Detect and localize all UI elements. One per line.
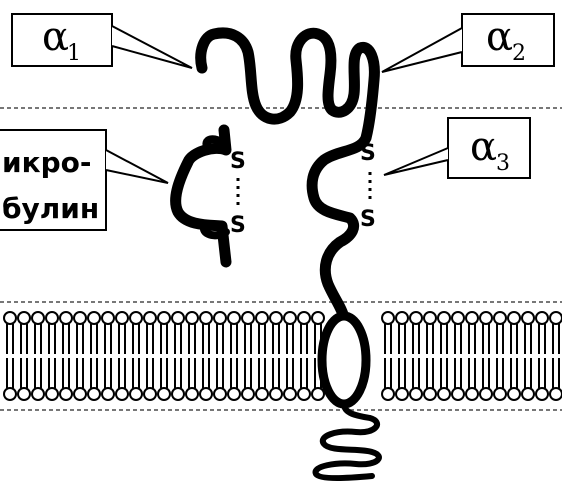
alpha1-callout: α 1 [12,14,192,68]
lipid-head-bottom [18,388,30,400]
lipid-head-bottom [32,388,44,400]
lipid-head-bottom [508,388,520,400]
alpha2-callout: α 2 [382,14,554,72]
microglobulin-pointer [106,150,168,183]
lipid-head-top [130,312,142,324]
lipid-head-top [312,312,324,324]
lipid-head-top [284,312,296,324]
microglobulin-chain [176,130,226,262]
lipid-head-top [214,312,226,324]
lipid-head-top [298,312,310,324]
lipid-head-bottom [284,388,296,400]
lipid-head-bottom [158,388,170,400]
lipid-head-top [270,312,282,324]
lipid-head-top [186,312,198,324]
microglobulin-label-line2: булин [2,192,99,225]
lipid-head-bottom [312,388,324,400]
lipid-head-bottom [298,388,310,400]
lipid-head-bottom [214,388,226,400]
lipid-head-top [32,312,44,324]
lipid-head-bottom [130,388,142,400]
alpha2-subscript: 2 [512,41,526,66]
lipid-head-top [466,312,478,324]
lipid-head-top [60,312,72,324]
alpha2-pointer [382,28,462,72]
lipid-head-top [116,312,128,324]
lipid-head-bottom [102,388,114,400]
microglobulin-sulfur-bottom: S [230,213,246,238]
lipid-head-bottom [46,388,58,400]
lipid-head-top [382,312,394,324]
lipid-head-bottom [410,388,422,400]
lipid-head-bottom [382,388,394,400]
lipid-head-top [242,312,254,324]
lipid-head-top [550,312,562,324]
lipid-head-top [396,312,408,324]
lipid-head-top [4,312,16,324]
lipid-head-top [494,312,506,324]
lipid-head-top [438,312,450,324]
transmembrane-segment [322,316,366,404]
lipid-head-top [158,312,170,324]
alpha3-symbol: α [470,124,497,170]
lipid-head-top [74,312,86,324]
lipid-head-bottom [494,388,506,400]
lipid-head-bottom [550,388,562,400]
cytoplasmic-tail [316,404,379,478]
lipid-head-top [536,312,548,324]
lipid-head-bottom [228,388,240,400]
alpha2-symbol: α [486,14,513,60]
lipid-head-bottom [536,388,548,400]
lipid-head-top [200,312,212,324]
lipid-head-top [256,312,268,324]
lipid-head-bottom [452,388,464,400]
lipid-head-bottom [242,388,254,400]
lipid-head-bottom [60,388,72,400]
alpha3-callout: α 3 [384,118,530,178]
lipid-head-top [410,312,422,324]
lipid-head-bottom [270,388,282,400]
lipid-head-bottom [116,388,128,400]
microglobulin-callout: икро- булин [0,130,168,230]
lipid-head-bottom [172,388,184,400]
alpha3-pointer [384,148,448,175]
lipid-head-top [172,312,184,324]
lipid-head-top [228,312,240,324]
lipid-bilayer [4,312,562,400]
heavy-chain-sulfur-top: S [360,141,376,166]
lipid-head-top [480,312,492,324]
lipid-head-bottom [466,388,478,400]
lipid-head-top [18,312,30,324]
lipid-head-bottom [396,388,408,400]
lipid-head-bottom [438,388,450,400]
lipid-head-top [102,312,114,324]
lipid-head-bottom [74,388,86,400]
alpha1-pointer [112,26,192,68]
lipid-head-top [508,312,520,324]
lipid-head-top [522,312,534,324]
lipid-head-top [452,312,464,324]
lipid-head-top [46,312,58,324]
lipid-head-bottom [522,388,534,400]
lipid-head-bottom [200,388,212,400]
microglobulin-sulfur-top: S [230,149,246,174]
lipid-head-top [88,312,100,324]
lipid-head-bottom [424,388,436,400]
lipid-head-bottom [480,388,492,400]
heavy-chain [201,33,375,318]
lipid-head-bottom [144,388,156,400]
lipid-head-top [144,312,156,324]
lipid-head-bottom [256,388,268,400]
lipid-head-bottom [4,388,16,400]
lipid-head-bottom [88,388,100,400]
lipid-head-top [424,312,436,324]
lipid-head-bottom [186,388,198,400]
microglobulin-label-line1: икро- [2,146,92,179]
alpha1-symbol: α [42,14,69,60]
heavy-chain-sulfur-bottom: S [360,207,376,232]
alpha3-subscript: 3 [496,151,510,176]
alpha1-subscript: 1 [67,41,81,66]
